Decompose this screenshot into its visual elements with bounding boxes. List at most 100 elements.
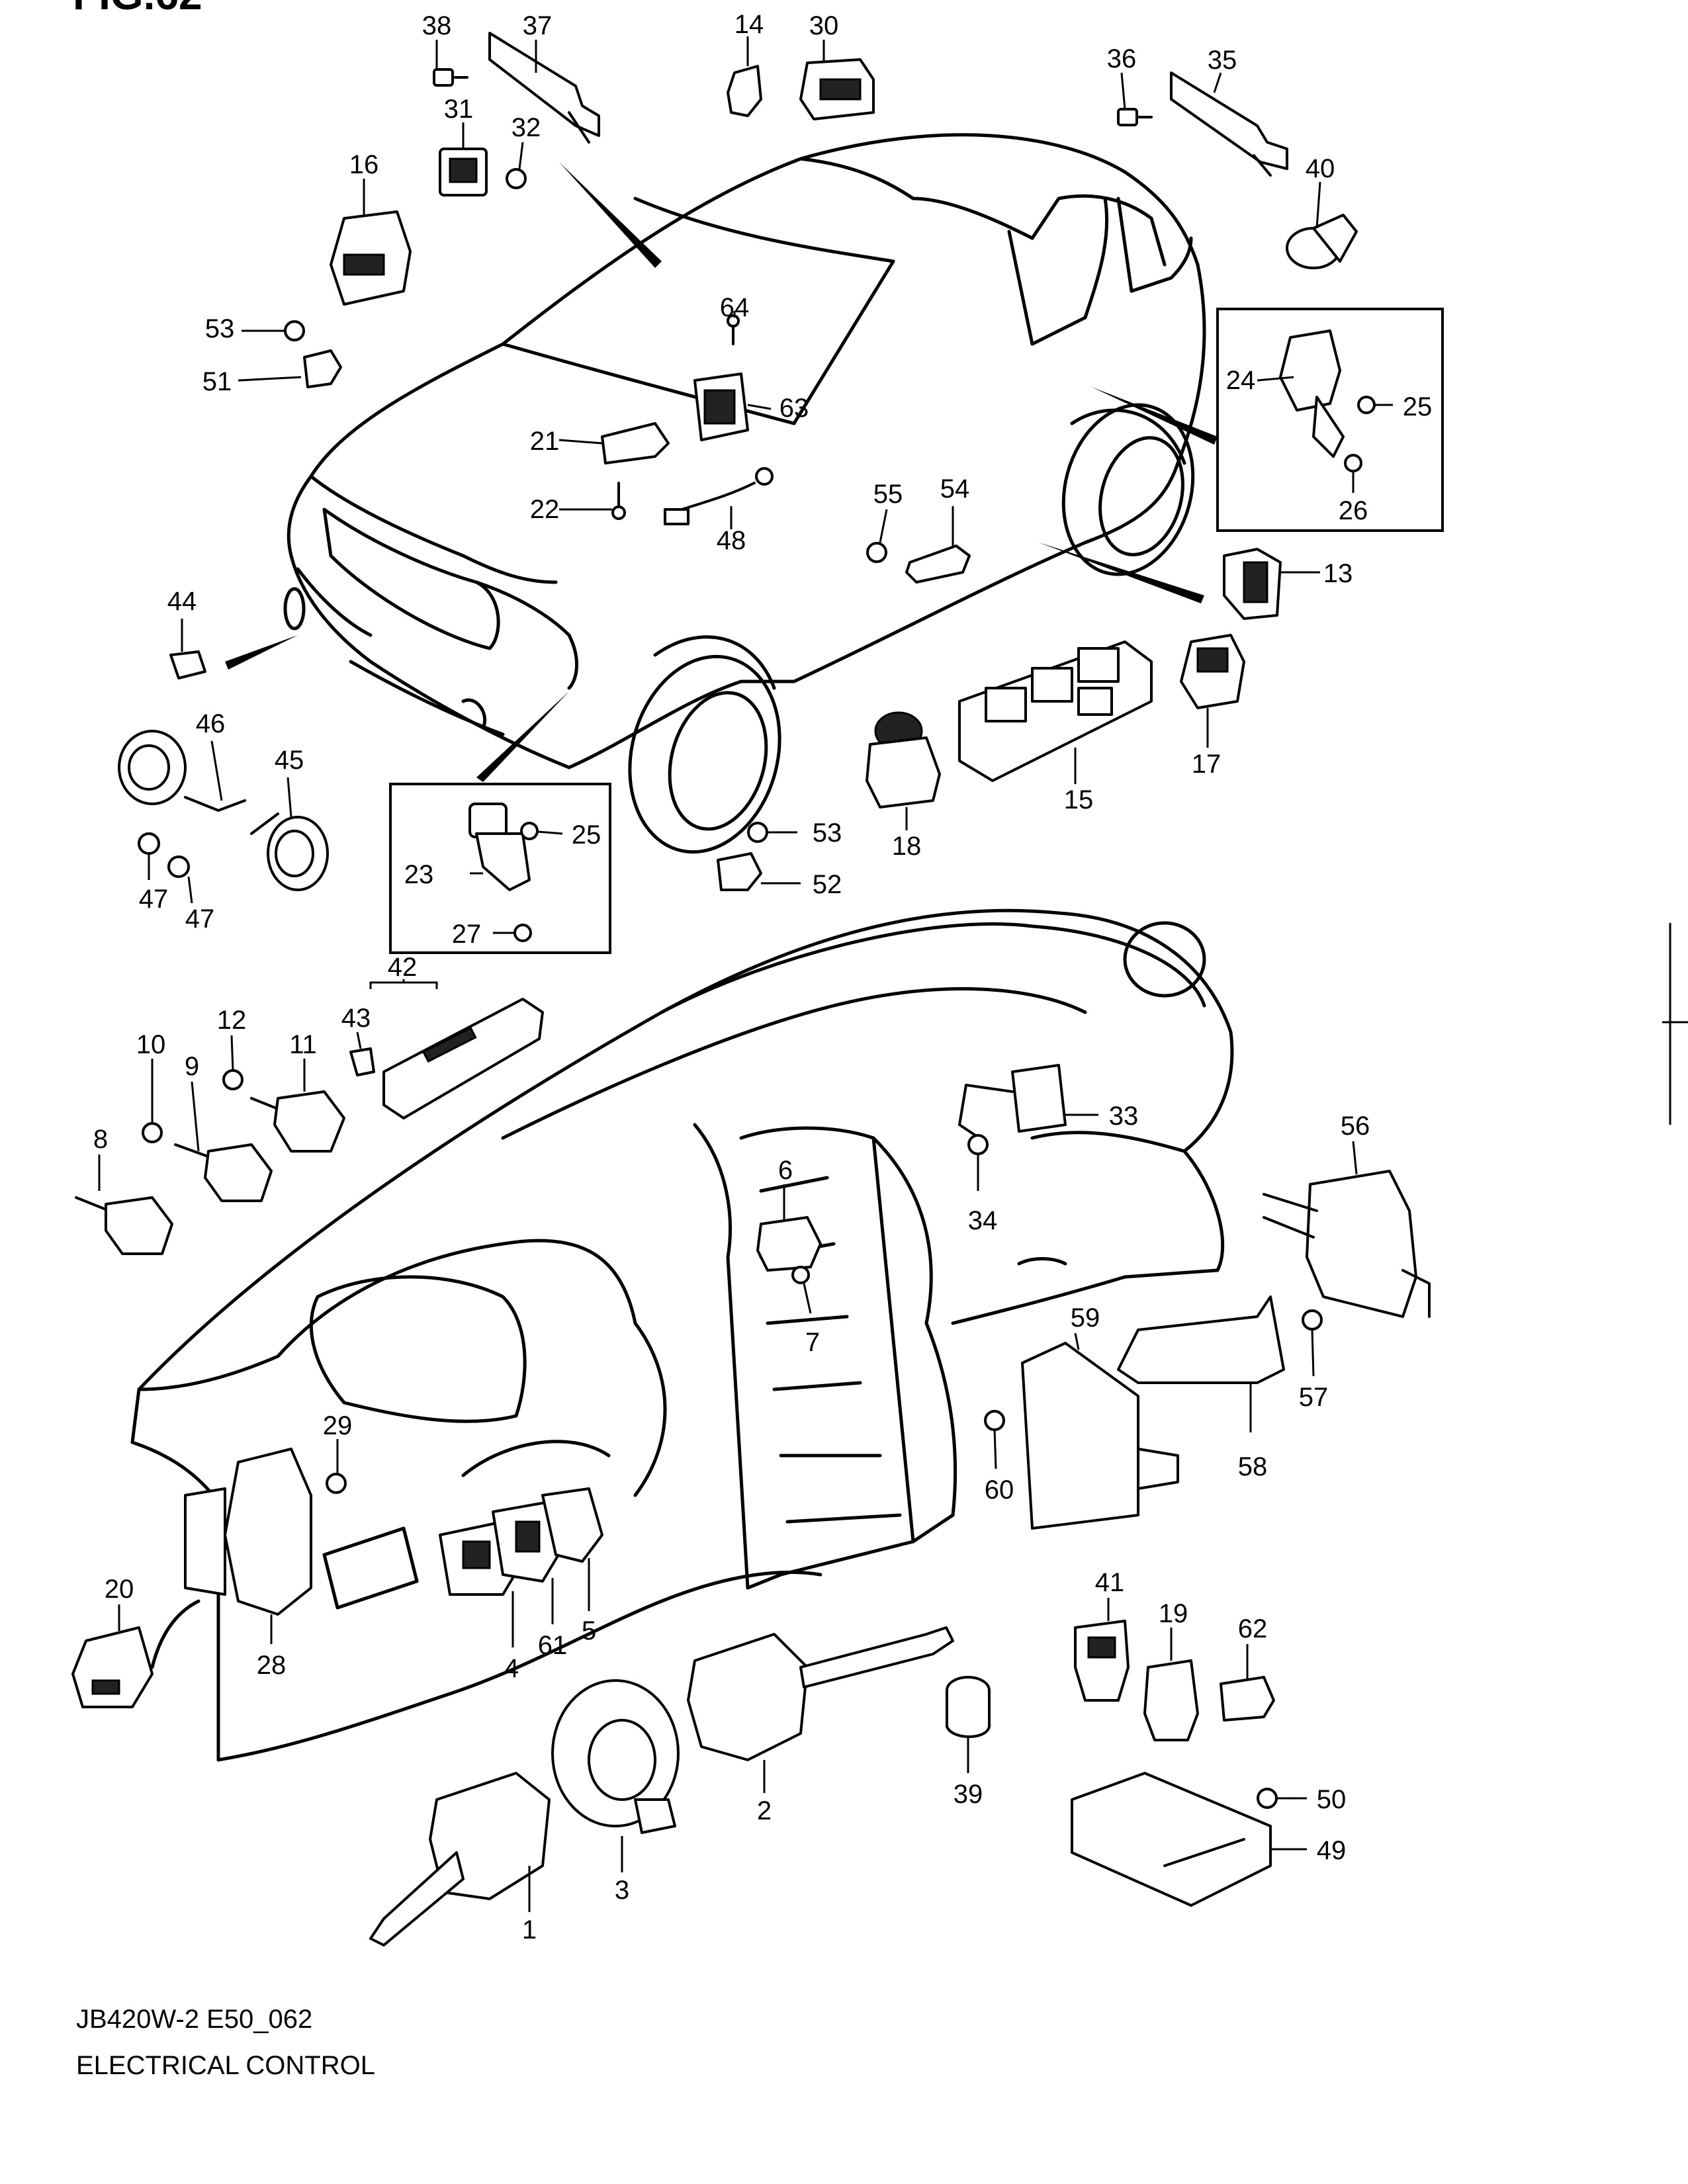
part-3-clock-spring	[551, 1679, 680, 1834]
part-39-ignition	[946, 1676, 991, 1738]
part-47-bolt-left	[138, 832, 160, 855]
part-31-switch	[439, 148, 488, 197]
callout-46: 46	[196, 709, 226, 738]
part-63-module	[693, 372, 749, 441]
part-29-screw	[326, 1473, 347, 1494]
callout-19: 19	[1159, 1599, 1188, 1628]
part-9-switch	[174, 1143, 273, 1202]
callout-20: 20	[105, 1575, 134, 1604]
part-2-combination-switch	[687, 1626, 954, 1761]
part-23-sensor	[468, 803, 531, 891]
figure-code: JB420W-2 E50_062	[76, 2005, 312, 2034]
callout-2: 2	[757, 1796, 772, 1825]
callout-15: 15	[1064, 785, 1094, 814]
dashboard-outline	[130, 908, 1234, 1762]
part-32-screw	[506, 168, 527, 189]
parts	[71, 32, 1444, 1946]
callout-26: 26	[1339, 496, 1368, 525]
part-13-switch	[1223, 548, 1282, 620]
part-20-relay	[71, 1626, 154, 1708]
callout-47-left: 47	[139, 885, 169, 914]
callout-5: 5	[582, 1616, 596, 1645]
part-53-bolt-upper	[284, 320, 305, 341]
callout-numbers: 38 37 14 30 36 35 31 32 16 40 53 51 64 6…	[93, 10, 1432, 1944]
callout-9: 9	[185, 1052, 199, 1081]
callout-54: 54	[940, 474, 970, 503]
part-44-clip	[169, 650, 206, 679]
part-17-switch	[1180, 634, 1245, 709]
callout-62: 62	[1238, 1614, 1268, 1643]
part-36-bolt	[1117, 108, 1153, 126]
part-48-harness	[664, 467, 774, 525]
callout-39: 39	[954, 1780, 983, 1809]
callout-7: 7	[805, 1328, 820, 1357]
figure-heading: FIG.62	[73, 0, 202, 19]
callout-32: 32	[511, 113, 541, 142]
callout-41: 41	[1095, 1568, 1125, 1597]
part-33-relay	[958, 1064, 1067, 1139]
callout-53-upper: 53	[205, 314, 235, 343]
part-45-horn	[250, 812, 329, 891]
callout-61: 61	[538, 1631, 568, 1660]
part-16-switch	[330, 210, 412, 306]
part-30-switch	[799, 58, 875, 120]
part-46-horn	[118, 730, 246, 812]
callout-50: 50	[1317, 1785, 1347, 1814]
callout-17: 17	[1192, 750, 1222, 779]
part-27-nut	[513, 924, 532, 942]
part-12-nut	[222, 1069, 244, 1090]
callout-58: 58	[1238, 1452, 1268, 1481]
callout-38: 38	[422, 11, 452, 40]
part-6-bracket	[756, 1216, 822, 1272]
part-5-switch	[541, 1487, 603, 1563]
callout-13: 13	[1323, 559, 1353, 588]
callout-14: 14	[734, 10, 764, 39]
callout-21: 21	[530, 427, 560, 456]
callout-24: 24	[1226, 366, 1256, 395]
part-57-nut	[1302, 1309, 1323, 1331]
part-28-bracket	[184, 1448, 312, 1616]
part-37-bracket	[488, 32, 600, 144]
part-1-combination-switch	[369, 1772, 551, 1946]
part-54-bracket	[905, 545, 971, 584]
part-56-controller	[1263, 1170, 1431, 1318]
part-43-clip	[349, 1047, 375, 1076]
part-53-bolt-lower	[747, 822, 768, 843]
callout-25-lower: 25	[572, 820, 601, 850]
part-8-switch	[75, 1196, 173, 1255]
inset-box-upper-right	[1216, 308, 1444, 532]
part-64-screw	[727, 314, 740, 345]
part-21-module	[601, 422, 670, 464]
part-7-screw	[791, 1266, 810, 1284]
part-58-bracket	[1117, 1295, 1285, 1384]
callout-57: 57	[1299, 1383, 1329, 1412]
callout-60: 60	[985, 1475, 1014, 1505]
part-19-switch	[1143, 1659, 1199, 1741]
part-35-bracket	[1170, 71, 1288, 177]
callout-63: 63	[779, 394, 809, 423]
callout-4: 4	[504, 1654, 519, 1683]
callout-16: 16	[349, 150, 379, 179]
part-52-relay	[717, 852, 762, 891]
part-60-bolt	[984, 1410, 1005, 1431]
callout-37: 37	[523, 11, 553, 40]
leader-lines	[98, 36, 1393, 1912]
callout-12: 12	[217, 1006, 247, 1035]
callout-64: 64	[720, 293, 750, 322]
part-51-relay	[303, 349, 342, 388]
callout-22: 22	[530, 495, 560, 524]
callout-42: 42	[388, 953, 418, 982]
callout-29: 29	[323, 1411, 353, 1440]
part-50-bolt	[1257, 1788, 1278, 1809]
part-62-switch	[1220, 1676, 1275, 1722]
callout-25-upper: 25	[1403, 392, 1433, 421]
vehicle-outline	[283, 133, 1206, 854]
callout-35: 35	[1208, 46, 1237, 75]
callout-30: 30	[809, 11, 839, 40]
part-14-sensor	[727, 65, 762, 117]
callout-49: 49	[1317, 1836, 1347, 1865]
callout-33: 33	[1109, 1102, 1139, 1131]
callout-3: 3	[615, 1876, 629, 1905]
callout-51: 51	[202, 367, 232, 396]
